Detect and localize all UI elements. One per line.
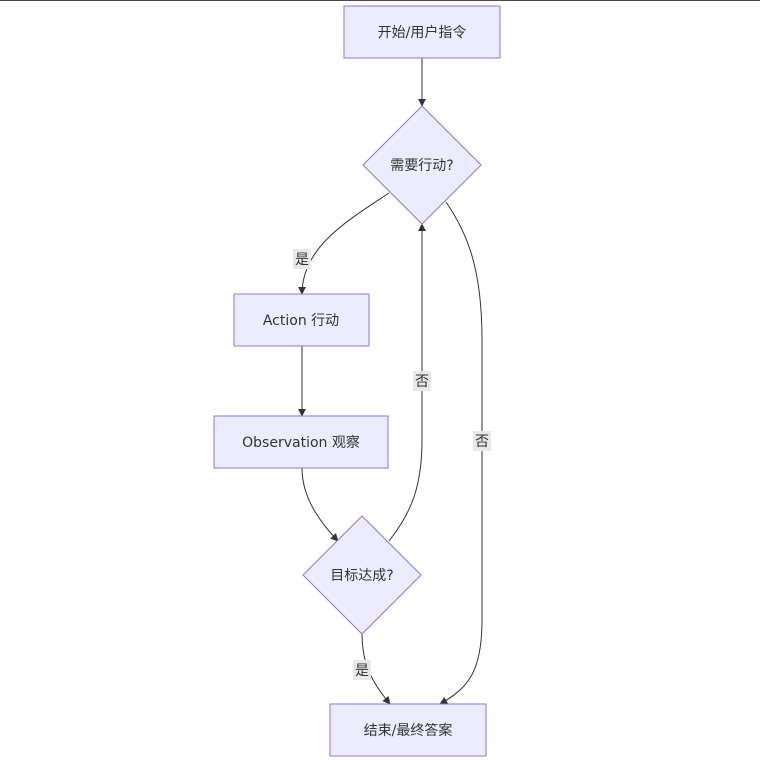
edge-need-action-to-end — [439, 201, 483, 705]
edge-need-action-to-action — [298, 192, 390, 295]
node-observation: Observation 观察 — [213, 415, 389, 469]
edge-label-no-1-text: 否 — [415, 374, 429, 390]
node-start: 开始/用户指令 — [343, 5, 501, 59]
edge-label-yes-2-text: 是 — [355, 663, 369, 679]
edge-observation-to-goal-reached — [301, 467, 339, 542]
node-observation-label: Observation 观察 — [242, 434, 360, 451]
nodes: 开始/用户指令 需要行动? Action 行动 Observation 观察 目… — [213, 5, 501, 757]
edge-label-yes-2: 是 — [353, 660, 371, 680]
node-need-action: 需要行动? — [362, 105, 482, 225]
edge-goal-reached-to-need-action — [388, 223, 426, 542]
edge-label-no-1: 否 — [413, 371, 431, 391]
edges — [298, 58, 483, 705]
node-need-action-label: 需要行动? — [390, 158, 453, 174]
edge-label-no-2-text: 否 — [475, 434, 489, 450]
node-start-label: 开始/用户指令 — [378, 24, 467, 41]
edge-label-yes-1: 是 — [293, 249, 311, 269]
edge-label-no-2: 否 — [473, 431, 491, 451]
node-goal-reached: 目标达成? — [302, 515, 422, 635]
node-action: Action 行动 — [233, 293, 370, 347]
edge-label-yes-1-text: 是 — [295, 252, 309, 268]
node-action-label: Action 行动 — [263, 313, 339, 329]
top-border-line — [0, 0, 760, 1]
node-end: 结束/最终答案 — [329, 703, 487, 757]
edge-labels: 是 否 否 是 — [293, 249, 491, 680]
node-goal-reached-label: 目标达成? — [330, 568, 393, 584]
node-end-label: 结束/最终答案 — [364, 722, 453, 739]
